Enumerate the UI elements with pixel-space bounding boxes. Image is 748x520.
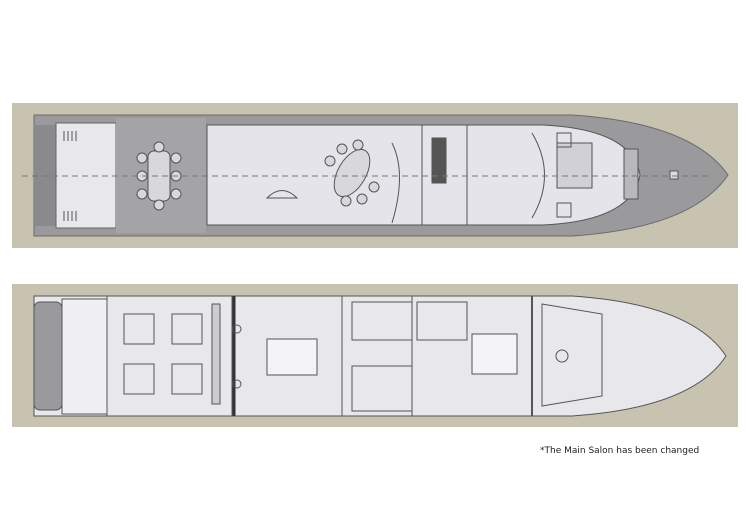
cabins <box>232 296 603 416</box>
salon-interior <box>206 124 641 226</box>
salon-dining-table <box>324 139 380 207</box>
lower-deck-plan <box>12 284 738 427</box>
aft-dining-table <box>136 141 182 211</box>
engine-room <box>106 295 233 417</box>
plan-note: *The Main Salon has been changed <box>540 446 700 456</box>
garage <box>61 298 108 415</box>
main-deck-plan <box>12 103 738 248</box>
hull-outline <box>33 295 727 417</box>
tender <box>33 301 63 411</box>
